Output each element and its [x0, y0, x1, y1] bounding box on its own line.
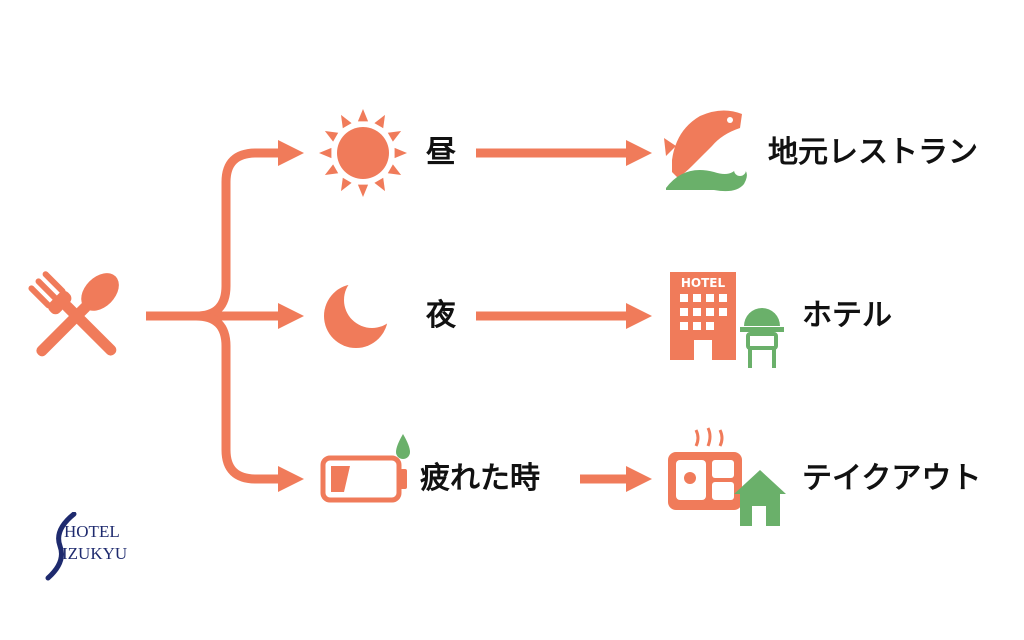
fork-spoon-icon	[28, 271, 119, 357]
arrowhead-night	[278, 303, 304, 329]
sea-bream-wave-icon	[664, 110, 747, 192]
sun-ray	[319, 147, 332, 159]
arrowhead-tired	[278, 466, 304, 492]
label-local-restaurant: 地元レストラン	[768, 135, 978, 170]
house-icon	[734, 470, 786, 526]
sun-ray	[324, 131, 339, 142]
logo-line1: HOTEL	[64, 522, 120, 541]
sun-icon	[319, 109, 407, 197]
arrow-night-to-hotel	[476, 303, 652, 329]
hotel-windows	[680, 294, 727, 360]
arrowhead-day	[278, 140, 304, 166]
sun-ray	[341, 177, 352, 192]
branch-arrowheads	[278, 140, 304, 492]
sun-ray	[357, 109, 369, 122]
sun-ray	[387, 131, 402, 142]
sun-ray	[357, 184, 369, 197]
sun-ray	[387, 164, 402, 175]
hotel-building-icon: HOTEL	[670, 272, 784, 368]
sweat-drop-icon	[396, 434, 410, 459]
label-tired: 疲れた時	[420, 461, 540, 496]
hotel-sign: HOTEL	[681, 276, 726, 290]
cloche-icon	[740, 308, 784, 368]
sun-ray	[324, 164, 339, 175]
arrow-tired-to-takeout	[580, 466, 652, 492]
bento-house-icon	[668, 427, 786, 526]
label-day: 昼	[426, 135, 456, 170]
label-night: 夜	[426, 298, 456, 333]
sun-ray	[374, 177, 385, 192]
low-battery-sweat-icon	[320, 434, 410, 503]
sun-ray	[394, 147, 407, 159]
logo-mark	[45, 512, 77, 581]
sun-ray	[374, 114, 385, 129]
crescent-moon-icon	[324, 272, 400, 348]
logo-line2: IZUKYU	[62, 544, 128, 563]
sun-ray	[341, 114, 352, 129]
arrow-day-to-restaurant	[476, 140, 652, 166]
label-hotel: ホテル	[802, 298, 892, 333]
steam-icon	[694, 427, 724, 447]
label-takeout: テイクアウト	[802, 461, 982, 496]
branch-connector	[146, 148, 280, 484]
